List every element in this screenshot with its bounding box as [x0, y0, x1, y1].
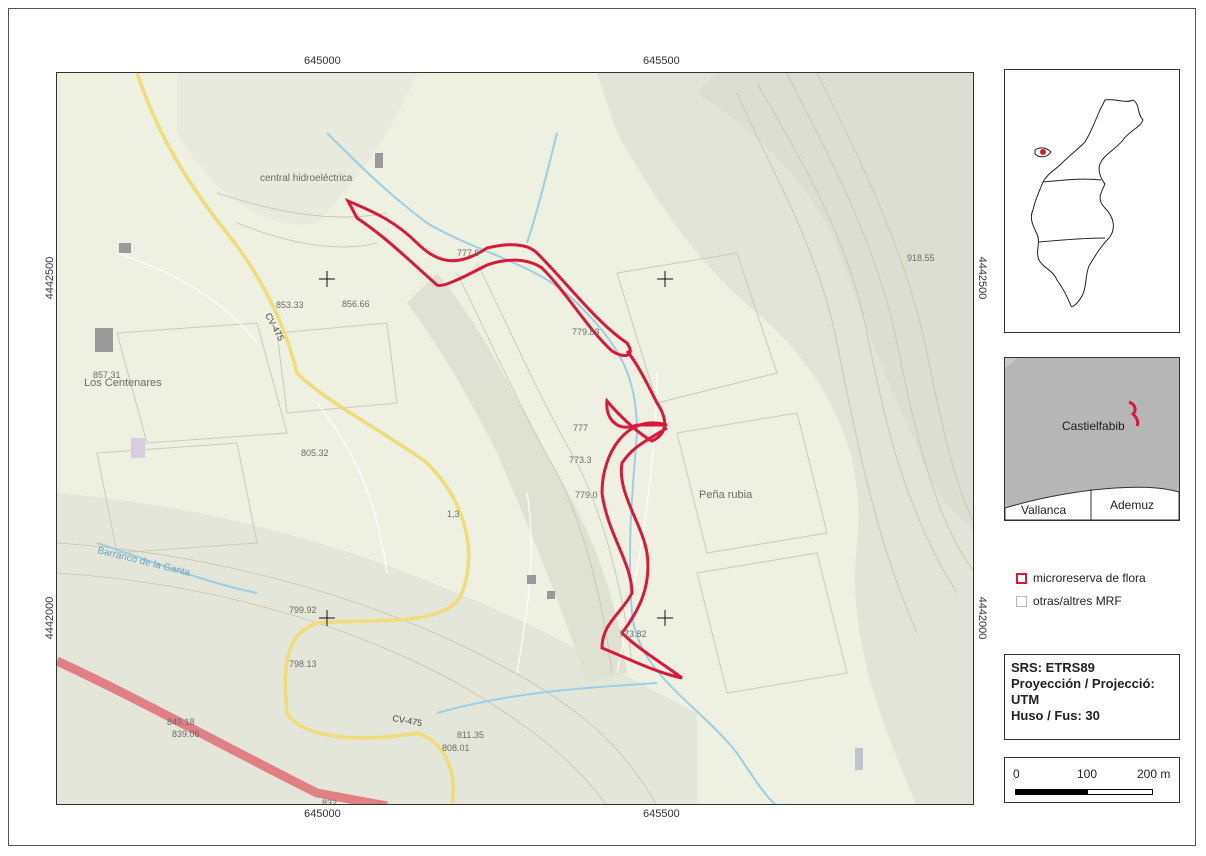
x-coord-bottom-645000: 645000 [304, 808, 341, 820]
label-centenares: Los Centenares [84, 377, 162, 389]
label-pena-rubia: Peña rubia [699, 489, 753, 501]
spot-height-18: 1,3 [447, 509, 460, 519]
page-frame [8, 8, 1196, 846]
local-inset-svg [1004, 358, 1180, 521]
spot-height-5: 799.92 [289, 605, 317, 615]
region-location-marker [1040, 149, 1046, 155]
region-outline-svg [1030, 99, 1144, 307]
spot-height-9: 779.0 [575, 490, 598, 500]
legend-label-microreserva: microreserva de flora [1033, 571, 1146, 585]
legend-item-otras: otras/altres MRF [1016, 594, 1122, 608]
rivers [96, 132, 777, 804]
main-map[interactable]: central hidroeléctrica Los Centenares Pe… [56, 72, 974, 805]
microreserve-polygon[interactable] [344, 198, 683, 680]
y-coord-right-4442500: 4442500 [976, 256, 988, 300]
spot-height-19: 832 [322, 798, 337, 805]
srs-line-4: Huso / Fus: 30 [1011, 708, 1100, 723]
scale-bar-black [1015, 789, 1087, 795]
legend-swatch-grey [1016, 595, 1027, 607]
x-coord-top-645500: 645500 [643, 55, 680, 67]
y-coord-right-4442000: 4442000 [976, 596, 988, 640]
legend-swatch-red [1016, 572, 1027, 584]
spot-height-15: 839.06 [172, 729, 200, 739]
label-ademuz: Ademuz [1110, 498, 1155, 512]
scale-label-0: 0 [1013, 767, 1020, 781]
spot-height-6: 798.13 [289, 659, 317, 669]
spot-height-14: 849.18 [167, 717, 195, 727]
inset-region-map [1004, 69, 1180, 333]
spot-height-16: 779.83 [572, 327, 600, 337]
spot-height-4: 805.32 [301, 448, 329, 458]
spot-height-3: 857.31 [93, 370, 121, 380]
scale-label-200: 200 m [1137, 767, 1171, 781]
label-vallanca: Vallanca [1021, 503, 1067, 517]
terrain-shading [57, 73, 973, 804]
spot-height-8: 773.3 [569, 455, 592, 465]
x-coord-top-645000: 645000 [304, 55, 341, 67]
field-patches [96, 252, 848, 694]
spot-height-17: 777 [573, 423, 588, 433]
srs-line-2: Proyección / Projecció: [1011, 676, 1155, 691]
main-map-svg: central hidroeléctrica Los Centenares Pe… [57, 73, 973, 805]
scale-bar: 0 100 200 m [1004, 757, 1180, 803]
buildings [95, 153, 863, 770]
spot-height-2: 856.66 [342, 299, 370, 309]
label-castielfabib: Castielfabib [1062, 419, 1125, 433]
spot-height-12: 811.35 [457, 730, 484, 740]
scale-label-100: 100 [1077, 767, 1098, 781]
spot-height-7: 777.9 [457, 248, 480, 258]
spot-height-10: 773.82 [619, 629, 647, 639]
legend-item-microreserva: microreserva de flora [1016, 571, 1146, 585]
yellow-roads [135, 73, 471, 804]
highway-road [57, 656, 388, 804]
srs-line-3: UTM [1011, 692, 1040, 707]
y-coord-left-4442500: 4442500 [44, 256, 56, 300]
spot-height-11: 918.55 [907, 253, 935, 263]
contour-lines [57, 73, 973, 804]
legend-label-otras: otras/altres MRF [1033, 594, 1122, 608]
scale-bar-white [1087, 789, 1153, 795]
label-central: central hidroeléctrica [260, 173, 353, 184]
spot-height-13: 808.01 [442, 743, 470, 753]
srs-box: SRS: ETRS89 Proyección / Projecció: UTM … [1004, 654, 1180, 740]
y-coord-left-4442000: 4442000 [44, 596, 56, 640]
spot-height-1: 853.33 [276, 300, 304, 310]
inset-local-map: Castielfabib Vallanca Ademuz [1004, 357, 1180, 521]
grid-crosses [319, 271, 673, 626]
x-coord-bottom-645500: 645500 [643, 808, 680, 820]
srs-line-1: SRS: ETRS89 [1011, 660, 1095, 675]
